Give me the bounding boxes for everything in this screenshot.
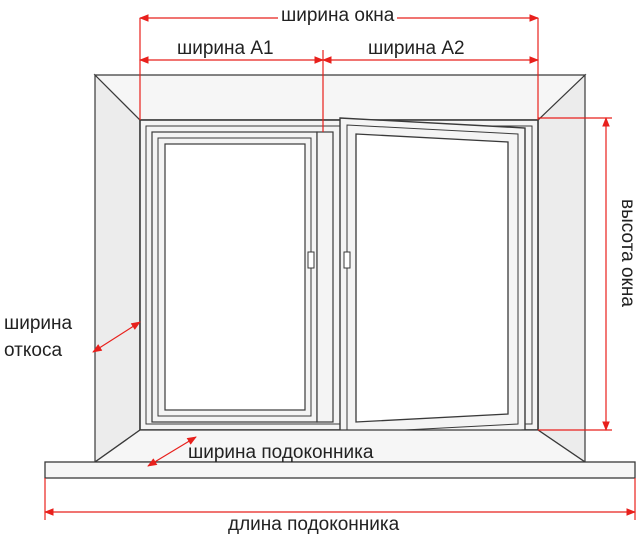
- reveal-width-label-line2: откоса: [4, 340, 63, 361]
- handles: [307, 251, 351, 269]
- wall-reveal: [93, 73, 587, 464]
- width-a2-label: ширина А2: [366, 38, 467, 59]
- sill-width-dimension: [147, 436, 197, 467]
- sill-width-label: ширина подоконника: [188, 442, 374, 463]
- right-sash-open: [339, 117, 526, 441]
- left-sash: [151, 131, 318, 423]
- window-height-label: высота окна: [617, 196, 638, 310]
- sill-length-label: длина подоконника: [225, 515, 403, 534]
- reveal-top: [93, 74, 587, 121]
- reveal-left: [94, 73, 141, 464]
- width-a1-label: ширина А1: [175, 38, 276, 59]
- handle-left: [307, 251, 315, 269]
- mullion: [316, 131, 334, 423]
- handle-right: [343, 251, 351, 269]
- reveal-width-label-line1: ширина: [4, 313, 73, 334]
- window-width-label: ширина окна: [278, 6, 398, 25]
- reveal-width-dimension: [92, 321, 141, 353]
- reveal-right: [537, 73, 586, 464]
